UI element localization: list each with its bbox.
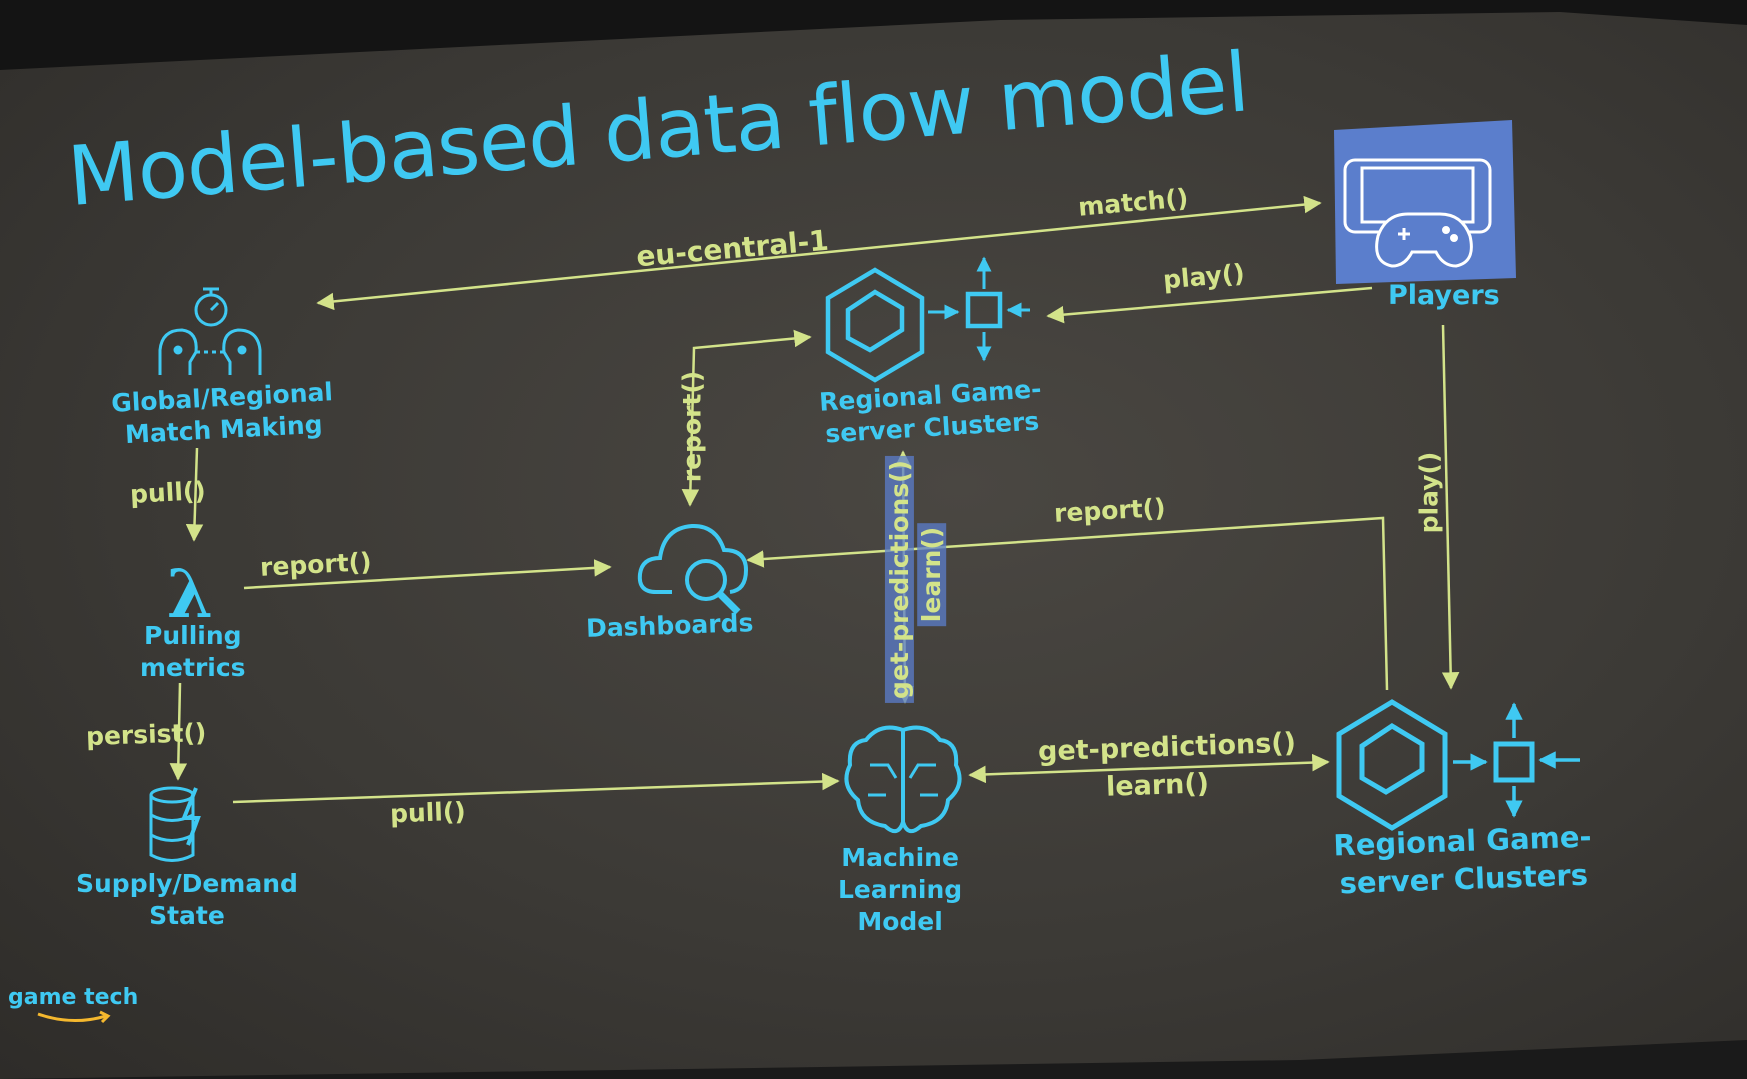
- report-left-arrow: [746, 516, 1389, 691]
- node-label-gs-top: Regional Game- server Clusters: [818, 373, 1044, 450]
- gametech-logo-text: game tech: [8, 985, 139, 1010]
- flow-label-learn-horiz: learn(): [1105, 768, 1210, 803]
- svg-text:λ: λ: [167, 555, 213, 633]
- node-label-players: Players: [1388, 280, 1500, 311]
- cloud-search-icon: [637, 523, 749, 615]
- pull-top-arrow: [185, 447, 204, 542]
- match-arrow: [316, 195, 1322, 311]
- flow-label-getpred-vert: get-predictions(): [884, 456, 914, 703]
- ml-line-1: Machine: [841, 843, 959, 872]
- getpred-vert-text: get-predictions(): [884, 456, 914, 703]
- game-console-icon: [1343, 158, 1492, 268]
- node-label-dashboards: Dashboards: [585, 608, 754, 643]
- ml-line-2: Learning: [838, 875, 963, 904]
- node-label-pulling: Pulling metrics: [140, 620, 246, 684]
- flow-label-pull-top: pull(): [129, 476, 207, 509]
- lambda-icon: λ: [167, 555, 213, 633]
- gametech-logo: game tech: [8, 985, 138, 1026]
- flow-label-learn-vert: learn(): [917, 522, 947, 627]
- brain-icon: [844, 725, 962, 834]
- database-icon: [149, 786, 201, 862]
- flow-label-pull-bottom: pull(): [389, 796, 467, 829]
- node-label-gs-bottom: Regional Game- server Clusters: [1333, 818, 1594, 903]
- matchmaking-icon: [158, 287, 262, 375]
- supply-line-2: State: [149, 901, 225, 930]
- play-right-arrow: [1441, 324, 1460, 690]
- learn-vert-text: learn(): [917, 522, 947, 627]
- flow-label-report-left: report(): [1053, 493, 1167, 528]
- node-label-matchmaking: Global/Regional Match Making: [110, 376, 335, 452]
- gamelift-icon-bottom: [1336, 699, 1580, 831]
- smile-arrow-icon: [37, 1010, 111, 1024]
- node-label-ml: Machine Learning Model: [838, 842, 962, 938]
- node-label-supply: Supply/Demand State: [76, 868, 298, 932]
- ml-line-3: Model: [857, 907, 943, 936]
- pull-bottom-arrow: [232, 772, 840, 804]
- bottom-dark-border: [0, 1040, 1747, 1079]
- players-box: [1334, 120, 1516, 284]
- play-top-arrow: [1046, 286, 1373, 324]
- flow-arrows: [169, 195, 1460, 804]
- supply-line-1: Supply/Demand: [76, 869, 298, 898]
- persist-arrow: [169, 682, 188, 781]
- flow-label-play-right: play(): [1414, 451, 1444, 534]
- flow-label-persist: persist(): [85, 717, 207, 752]
- pulling-line-1: Pulling: [144, 621, 242, 650]
- gamelift-icon-top: [825, 256, 1030, 383]
- flow-label-report-right: report(): [259, 547, 373, 582]
- pulling-line-2: metrics: [140, 653, 246, 682]
- flow-label-report-up: report(): [677, 370, 707, 483]
- horizontal-predictions-arrow: [968, 753, 1330, 784]
- report-right-arrow: [243, 559, 612, 590]
- top-dark-border: [0, 0, 1747, 70]
- report-up-arrow: [681, 329, 812, 507]
